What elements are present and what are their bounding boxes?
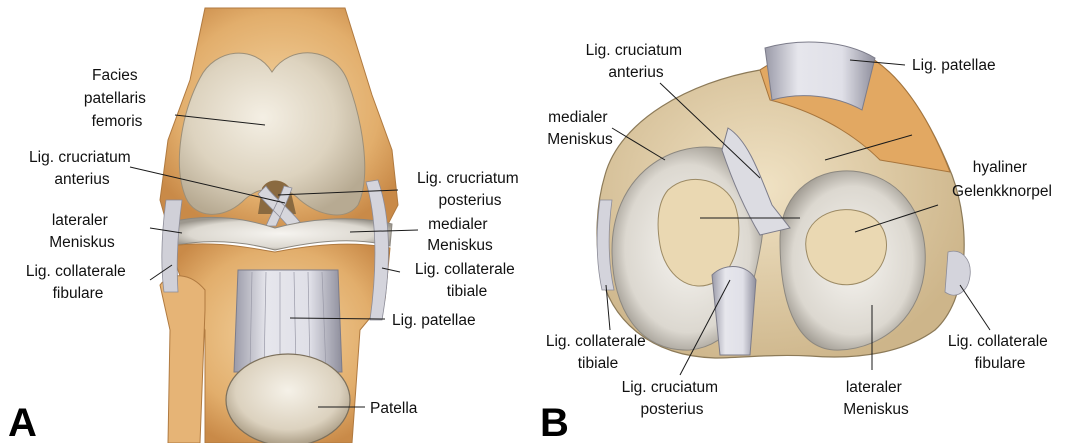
label-lig-cruciatum-anterius-b: Lig. cruciatum anterius: [586, 42, 687, 81]
label-medialer-meniskus-b: medialer Meniskus: [547, 109, 613, 148]
label-patella: Patella: [370, 400, 418, 417]
label-medialer-meniskus-a: medialer Meniskus: [427, 216, 493, 254]
label-lig-patellae-a: Lig. patellae: [392, 312, 476, 329]
label-lig-collaterale-fibulare-a: Lig. collaterale fibulare: [26, 263, 130, 302]
panel-letter-b: B: [540, 401, 569, 443]
label-lateraler-meniskus-a: lateraler Meniskus: [49, 212, 115, 251]
label-lig-cruciatum-posterius-b: Lig. cruciatum posterius: [622, 379, 723, 418]
panel-b-illustration: [597, 42, 970, 358]
patella: [226, 354, 350, 443]
fibular-collateral-fragment: [945, 251, 970, 295]
label-lig-collaterale-fibulare-b: Lig. collaterale fibulare: [948, 333, 1052, 372]
label-lig-collaterale-tibiale-b: Lig. collaterale tibiale: [546, 333, 650, 372]
label-lateraler-meniskus-b: lateraler Meniskus: [843, 379, 909, 418]
label-lig-patellae-b: Lig. patellae: [912, 57, 996, 74]
label-lig-crucriatum-anterius: Lig. crucriatum anterius: [29, 149, 135, 188]
fibula: [160, 276, 205, 443]
label-lig-crucriatum-posterius: Lig. crucriatum posterius: [417, 170, 523, 209]
lateral-cartilage: [806, 210, 887, 285]
panel-a-illustration: [160, 8, 398, 443]
label-lig-collaterale-tibiale-a: Lig. collaterale tibiale: [415, 261, 519, 300]
label-facies-patellaris-femoris: Facies patellaris femoris: [84, 67, 150, 130]
label-hyaliner-gelenkknorpel: hyaliner Gelenkknorpel: [952, 159, 1052, 200]
panel-letter-a: A: [8, 401, 37, 443]
posterior-cruciate-ligament: [712, 266, 756, 355]
